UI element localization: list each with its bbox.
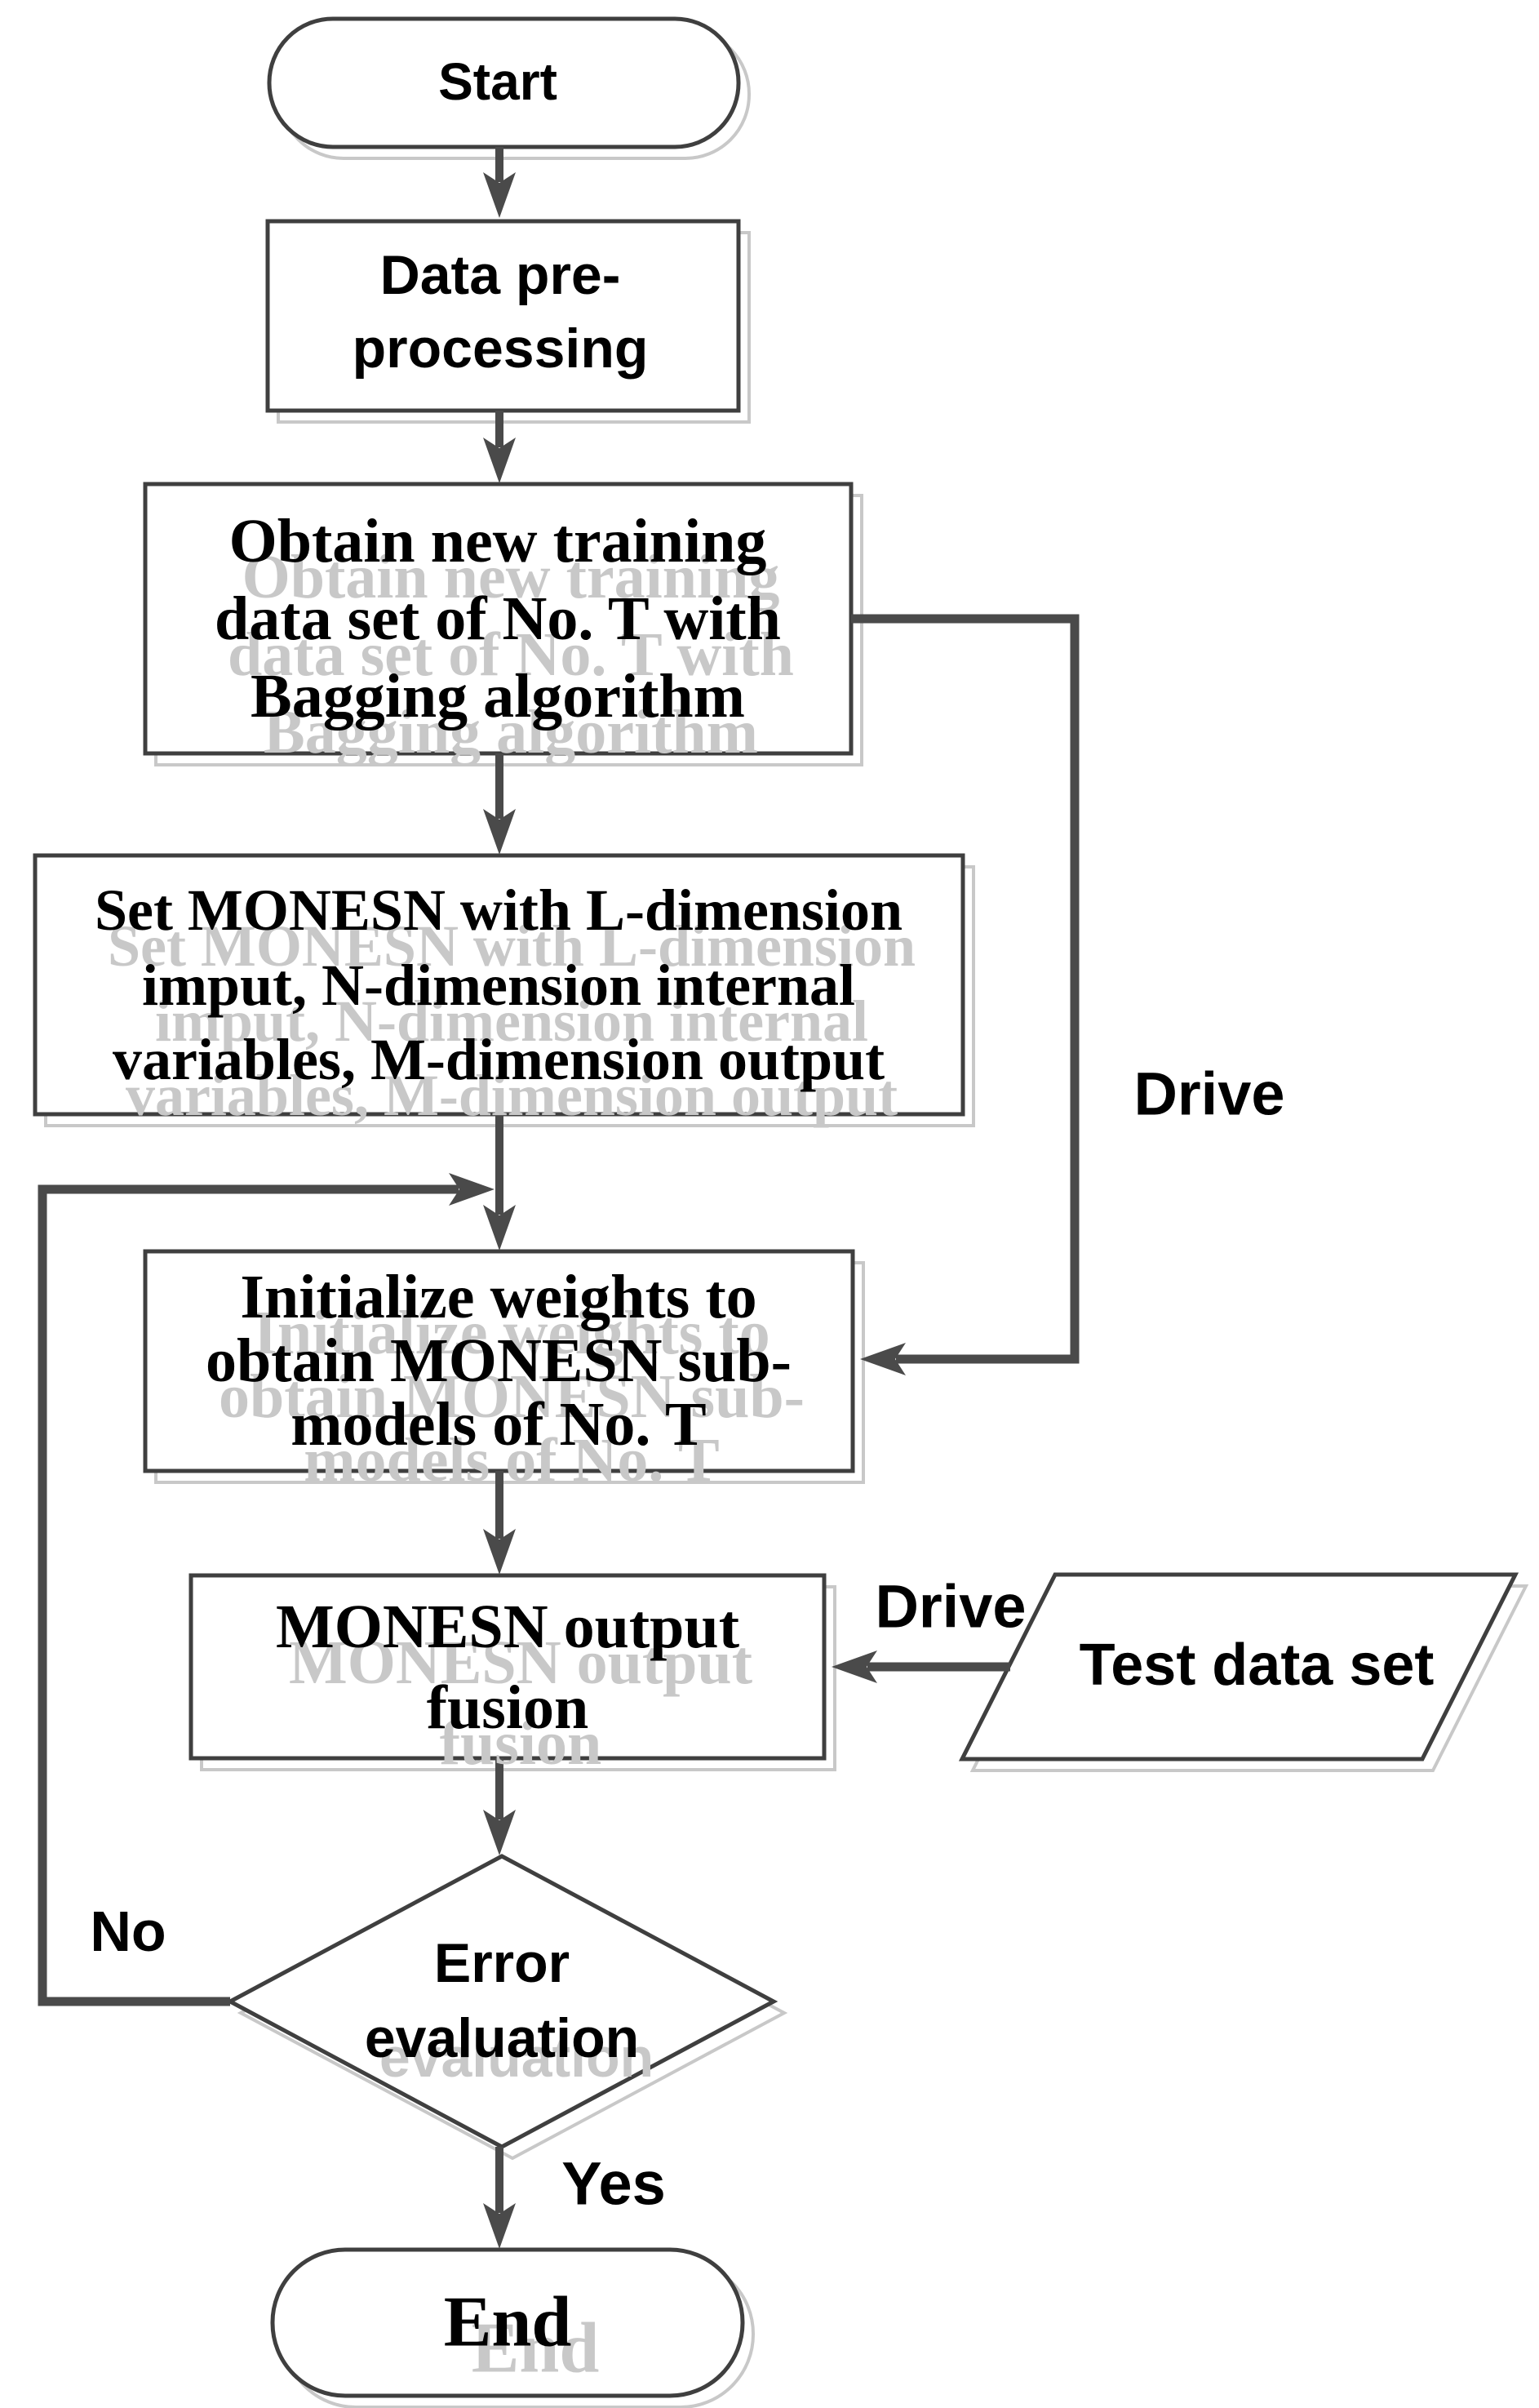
ghost-text: Initialize weights to — [253, 1299, 770, 1367]
ghost-text: Obtain new training — [242, 543, 780, 611]
initialize-label-line2: obtain MONESN sub- — [206, 1326, 792, 1395]
initialize-node — [143, 1249, 855, 1473]
obtain-label-line3: Bagging algorithm — [251, 662, 745, 731]
initialize-label-line1: Initialize weights to — [240, 1263, 756, 1331]
start-node — [267, 16, 741, 149]
shadow-texts: Obtain new training data set of No. T wi… — [108, 543, 916, 1778]
set-monesn-label-line1: Set MONESN with L-dimension — [95, 877, 903, 943]
drive-right-label: Drive — [1133, 1060, 1284, 1128]
end-label: End — [444, 2283, 572, 2362]
fusion-node — [188, 1573, 827, 1761]
ghost-text: Set MONESN with L-dimension — [108, 913, 916, 979]
ghost-text: evaluation — [379, 2027, 654, 2089]
obtain-label-line1: Obtain new training — [229, 507, 767, 575]
test-data-label: Test data set — [1080, 1633, 1435, 1698]
initialize-label-line3: models of No. T — [291, 1390, 707, 1459]
drive-test-label: Drive — [875, 1573, 1026, 1641]
ghost-text: variables, M-dimension output — [126, 1063, 898, 1128]
fusion-label-line1: MONESN output — [276, 1593, 739, 1661]
end-node — [270, 2247, 745, 2398]
obtain-label-line2: data set of No. T with — [215, 584, 781, 653]
test-data-node — [958, 1572, 1519, 1762]
fusion-label-line2: fusion — [427, 1673, 589, 1742]
ghost-text: fusion — [440, 1709, 602, 1778]
preprocess-label-line1: Data pre- — [380, 244, 621, 306]
ghost-text: data set of No. T with — [228, 620, 794, 689]
error-eval-node — [225, 1854, 778, 2149]
no-label: No — [90, 1899, 166, 1963]
edge-drive-obtain-to-initialize — [851, 614, 1080, 1375]
ghost-text: Bagging algorithm — [264, 698, 758, 766]
ghost-text: End — [472, 2309, 600, 2388]
ghost-text: MONESN output — [289, 1628, 752, 1697]
ghost-text: obtain MONESN sub- — [219, 1362, 805, 1431]
preprocess-label-line2: processing — [353, 318, 649, 380]
ghost-text: models of No. T — [304, 1426, 720, 1495]
preprocess-node — [265, 219, 741, 413]
error-eval-label-line2: evaluation — [365, 2007, 639, 2069]
set-monesn-node — [33, 853, 965, 1117]
set-monesn-label-line2: imput, N-dimension internal — [142, 953, 855, 1018]
start-label: Start — [438, 52, 557, 111]
yes-label: Yes — [561, 2150, 666, 2218]
ghost-text: imput, N-dimension internal — [155, 989, 868, 1054]
error-eval-label-line1: Error — [434, 1932, 570, 1994]
set-monesn-label-line3: variables, M-dimension output — [113, 1027, 885, 1092]
edge-no-loopback — [38, 1173, 495, 2006]
